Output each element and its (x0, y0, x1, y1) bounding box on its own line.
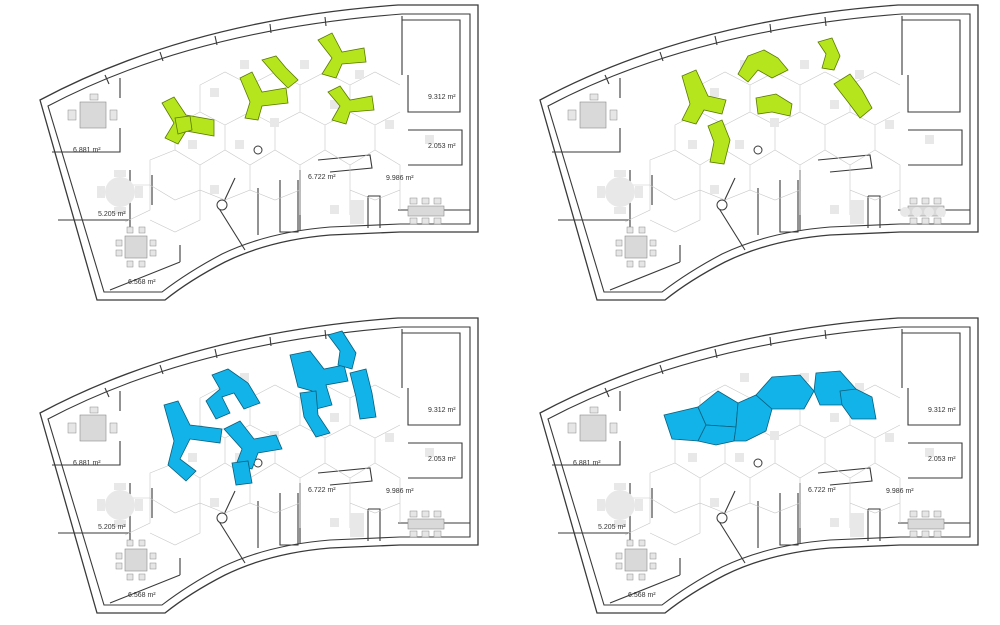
workstation-cluster-blue (163, 330, 377, 486)
area-label-c: 6.568 m² (128, 279, 156, 286)
workstation-4 (817, 37, 841, 71)
pentagon-7 (839, 388, 877, 420)
area-label-a: 6.881 m² (73, 460, 101, 467)
floor-plan-1-drawing: 6.881 m² 5.205 m² 6.568 m² 6.722 m² 9.98… (39, 4, 479, 301)
workstation-branch-8 (231, 460, 253, 486)
workstation-y-3 (317, 32, 367, 79)
workstation-branch-2 (163, 400, 223, 482)
workstation-cluster-green (161, 32, 375, 145)
area-label-f: 9.312 m² (428, 94, 456, 101)
area-label-d: 6.722 m² (808, 487, 836, 494)
area-label-e: 9.986 m² (386, 488, 414, 495)
area-label-a: 6.881 m² (573, 460, 601, 467)
workstation-chain-blue (663, 370, 877, 446)
lounge-stools (900, 207, 946, 217)
workstation-branch-1 (205, 368, 261, 420)
floor-plan-4-drawing: 6.881 m² 5.205 m² 6.568 m² 6.722 m² 9.98… (539, 317, 979, 614)
area-label-a: 6.881 m² (73, 147, 101, 154)
floor-plan-2-drawing (539, 4, 979, 301)
floor-plan-1: 6.881 m² 5.205 m² 6.568 m² 6.722 m² 9.98… (0, 0, 500, 312)
workstation-y-2 (239, 71, 289, 121)
area-label-e: 9.986 m² (886, 488, 914, 495)
workstation-branch-3 (223, 420, 283, 470)
area-label-c: 6.568 m² (128, 592, 156, 599)
area-label-g: 2.053 m² (428, 456, 456, 463)
workstation-6 (707, 119, 731, 165)
workstation-branch-7 (299, 390, 331, 438)
area-label-d: 6.722 m² (308, 487, 336, 494)
area-label-c: 6.568 m² (628, 592, 656, 599)
floor-plan-2 (500, 0, 1000, 312)
area-label-b: 5.205 m² (598, 524, 626, 531)
workstation-5 (833, 73, 873, 119)
workstation-branch-5 (327, 330, 357, 370)
area-label-e: 9.986 m² (386, 175, 414, 182)
workstation-cluster-green (681, 37, 873, 165)
workstation-y-6 (174, 115, 193, 135)
area-labels: 6.881 m² 5.205 m² 6.568 m² 6.722 m² 9.98… (73, 94, 456, 286)
area-label-b: 5.205 m² (98, 211, 126, 218)
area-label-g: 2.053 m² (428, 143, 456, 150)
area-labels: 6.881 m² 5.205 m² 6.568 m² 6.722 m² 9.98… (573, 407, 956, 599)
workstation-2 (737, 49, 789, 83)
floor-plan-3: 6.881 m² 5.205 m² 6.568 m² 6.722 m² 9.98… (0, 313, 500, 625)
workstation-1 (681, 69, 727, 125)
floor-plan-4: 6.881 m² 5.205 m² 6.568 m² 6.722 m² 9.98… (500, 313, 1000, 625)
area-label-f: 9.312 m² (428, 407, 456, 414)
workstation-branch-6 (349, 368, 377, 420)
workstation-y-5 (261, 55, 299, 89)
workstation-3 (755, 93, 793, 117)
area-label-b: 5.205 m² (98, 524, 126, 531)
area-label-d: 6.722 m² (308, 174, 336, 181)
area-label-f: 9.312 m² (928, 407, 956, 414)
area-labels: 6.881 m² 5.205 m² 6.568 m² 6.722 m² 9.98… (73, 407, 456, 599)
floor-plan-3-drawing: 6.881 m² 5.205 m² 6.568 m² 6.722 m² 9.98… (39, 317, 479, 614)
workstation-branch-4 (289, 350, 349, 410)
workstation-y-4 (327, 85, 375, 125)
area-label-g: 2.053 m² (928, 456, 956, 463)
